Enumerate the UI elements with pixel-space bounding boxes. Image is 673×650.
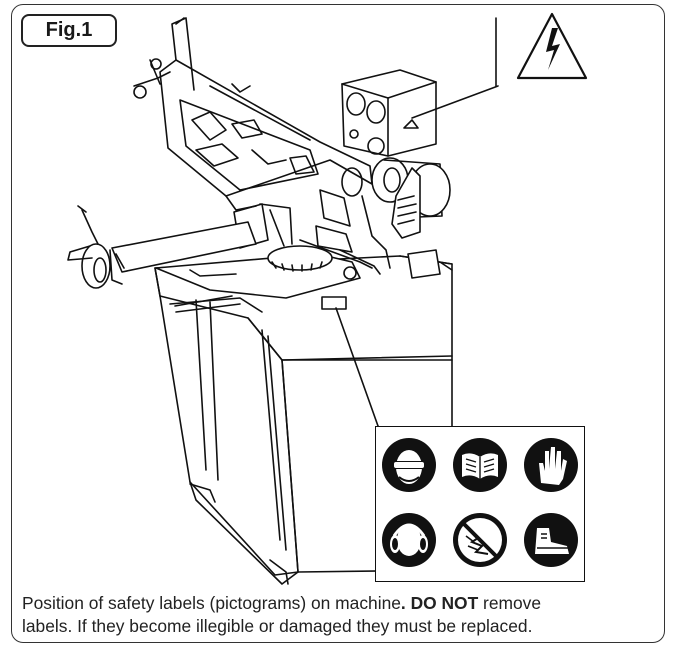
figure-label: Fig.1 xyxy=(21,14,117,47)
work-table xyxy=(155,203,381,299)
caption-line-2: labels. If they become illegible or dama… xyxy=(22,616,533,636)
figure-frame xyxy=(11,4,665,643)
eye-protection-icon xyxy=(382,438,436,492)
caption-line-1: Position of safety labels (pictograms) o… xyxy=(22,592,662,615)
saw-bow xyxy=(133,17,373,227)
motor-assembly xyxy=(341,69,453,279)
electrical-hazard-icon xyxy=(516,12,588,80)
safety-pictogram-panel xyxy=(375,426,585,582)
pictogram-grid xyxy=(382,438,578,567)
caption-text-2: remove xyxy=(478,593,542,613)
figure-caption: Position of safety labels (pictograms) o… xyxy=(22,592,662,638)
no-loose-clothing-icon xyxy=(453,513,507,567)
caption-text-1: Position of safety labels (pictograms) o… xyxy=(22,593,401,613)
pointer-line-electrical xyxy=(411,85,499,119)
caption-emphasis: . DO NOT xyxy=(400,593,479,613)
read-manual-icon xyxy=(453,438,507,492)
safety-footwear-icon xyxy=(524,513,578,567)
feed-arm xyxy=(67,205,257,289)
ear-protection-icon xyxy=(382,513,436,567)
hand-protection-icon xyxy=(524,438,578,492)
